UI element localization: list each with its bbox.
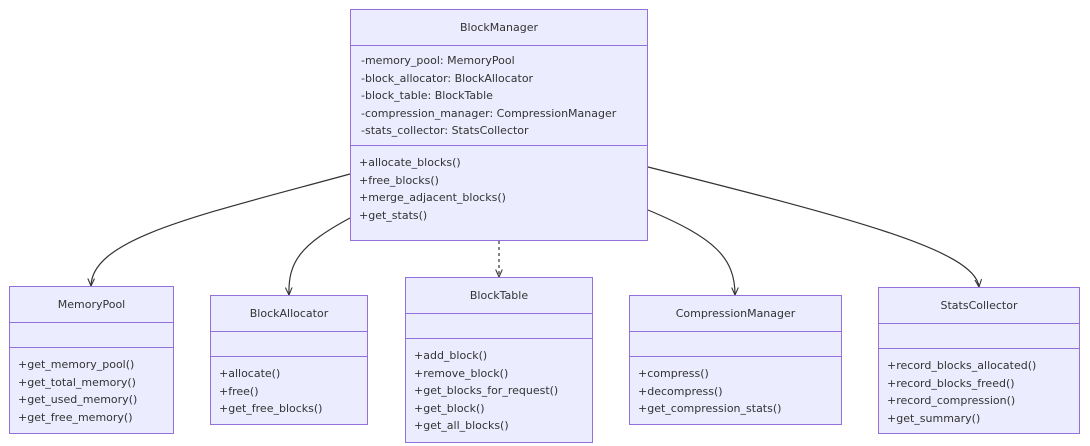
method: +record_blocks_allocated()	[887, 359, 1037, 372]
class-blocktable[interactable]: BlockTable +add_block() +remove_block() …	[405, 277, 593, 443]
class-attributes	[630, 332, 841, 357]
method: +get_summary()	[887, 411, 981, 425]
edge-blockmanager-statscollector	[647, 166, 979, 287]
method: +compress()	[638, 367, 709, 380]
attribute: -compression_manager: CompressionManager	[361, 106, 617, 120]
method: +allocate()	[219, 367, 281, 380]
class-methods: +allocate_blocks() +free_blocks() +merge…	[351, 146, 647, 229]
class-statscollector[interactable]: StatsCollector +record_blocks_allocated(…	[878, 287, 1080, 434]
class-name: MemoryPool	[10, 287, 173, 323]
edge-blockmanager-memorypool	[91, 173, 351, 286]
method: +free()	[219, 384, 259, 398]
method: +free_blocks()	[359, 173, 439, 187]
method: +decompress()	[638, 384, 723, 398]
method: +record_blocks_freed()	[887, 376, 1015, 390]
class-attributes	[879, 324, 1079, 349]
class-attributes	[211, 332, 367, 357]
class-attributes	[406, 314, 592, 339]
method: +get_blocks_for_request()	[414, 384, 559, 398]
class-name: BlockTable	[406, 278, 592, 314]
attribute: -block_allocator: BlockAllocator	[361, 71, 534, 85]
attribute: -memory_pool: MemoryPool	[361, 54, 515, 67]
class-name: BlockManager	[351, 10, 647, 46]
edge-blockmanager-blockallocator	[289, 217, 351, 295]
method: +get_memory_pool()	[18, 358, 135, 371]
class-methods: +add_block() +remove_block() +get_blocks…	[406, 339, 592, 440]
method: +get_free_blocks()	[219, 402, 323, 416]
method: +get_stats()	[359, 208, 428, 222]
class-methods: +get_memory_pool() +get_total_memory() +…	[10, 348, 173, 431]
class-blockmanager[interactable]: BlockManager -memory_pool: MemoryPool -b…	[350, 9, 648, 241]
method: +add_block()	[414, 349, 488, 362]
class-attributes	[10, 323, 173, 348]
method: +remove_block()	[414, 366, 509, 380]
method: +record_compression()	[887, 394, 1016, 408]
class-name: StatsCollector	[879, 288, 1079, 324]
method: +get_all_blocks()	[414, 419, 509, 433]
edge-blockmanager-compressionmanager	[647, 209, 735, 295]
class-methods: +compress() +decompress() +get_compressi…	[630, 357, 841, 423]
attribute: -block_table: BlockTable	[361, 89, 493, 103]
class-blockallocator[interactable]: BlockAllocator +allocate() +free() +get_…	[210, 295, 368, 425]
method: +allocate_blocks()	[359, 155, 461, 169]
method: +get_free_memory()	[18, 410, 133, 424]
method: +get_block()	[414, 401, 485, 415]
method: +get_total_memory()	[18, 375, 136, 389]
class-methods: +record_blocks_allocated() +record_block…	[879, 349, 1079, 432]
class-attributes: -memory_pool: MemoryPool -block_allocato…	[351, 46, 647, 146]
method: +get_compression_stats()	[638, 402, 782, 416]
method: +merge_adjacent_blocks()	[359, 191, 506, 205]
class-name: BlockAllocator	[211, 296, 367, 332]
class-compressionmanager[interactable]: CompressionManager +compress() +decompre…	[629, 295, 842, 425]
class-memorypool[interactable]: MemoryPool +get_memory_pool() +get_total…	[9, 286, 174, 434]
attribute: -stats_collector: StatsCollector	[361, 124, 529, 138]
class-methods: +allocate() +free() +get_free_blocks()	[211, 357, 367, 423]
method: +get_used_memory()	[18, 393, 138, 407]
class-name: CompressionManager	[630, 296, 841, 332]
